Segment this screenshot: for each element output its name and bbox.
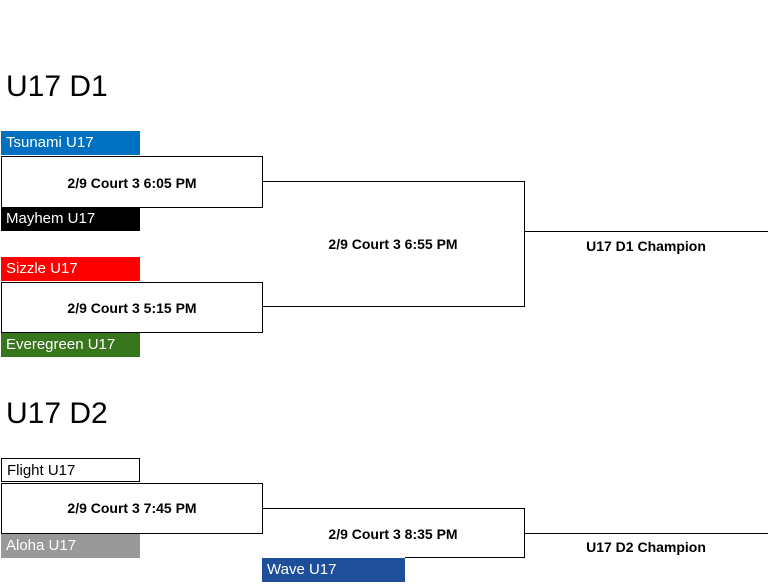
bracket-line	[1, 483, 2, 534]
game-label: 2/9 Court 3 6:55 PM	[328, 236, 458, 252]
team-slot[interactable]: Wave U17	[262, 558, 405, 582]
bracket-line	[405, 557, 525, 558]
bracket-line	[524, 231, 768, 232]
game-label: 2/9 Court 3 8:35 PM	[328, 526, 458, 542]
bracket-line	[262, 282, 263, 333]
bracket-line	[262, 156, 263, 208]
team-slot[interactable]: Aloha U17	[1, 534, 140, 558]
bracket-line	[524, 533, 768, 534]
bracket-line	[262, 306, 525, 307]
bracket-line	[1, 282, 263, 283]
division-title-d2: U17 D2	[6, 397, 108, 430]
team-slot[interactable]: Sizzle U17	[1, 257, 140, 281]
team-slot[interactable]: Everegreen U17	[1, 333, 140, 357]
team-slot[interactable]: Tsunami U17	[1, 131, 140, 155]
division-title-d1: U17 D1	[6, 70, 108, 103]
game-label: 2/9 Court 3 6:05 PM	[67, 175, 197, 191]
bracket-line	[1, 282, 2, 333]
game-label: 2/9 Court 3 5:15 PM	[67, 300, 197, 316]
champion-label-d2: U17 D2 Champion	[586, 539, 706, 555]
bracket-line	[1, 207, 263, 208]
bracket-line	[262, 508, 525, 509]
bracket-line	[1, 533, 263, 534]
bracket-line	[262, 181, 525, 182]
bracket-line	[524, 181, 525, 307]
champion-label-d1: U17 D1 Champion	[586, 238, 706, 254]
team-slot[interactable]: Mayhem U17	[1, 207, 140, 231]
bracket-line	[1, 156, 263, 157]
bracket-line	[1, 332, 263, 333]
team-slot[interactable]: Flight U17	[1, 458, 140, 482]
bracket-line	[1, 156, 2, 208]
game-label: 2/9 Court 3 7:45 PM	[67, 500, 197, 516]
bracket-line	[1, 483, 263, 484]
